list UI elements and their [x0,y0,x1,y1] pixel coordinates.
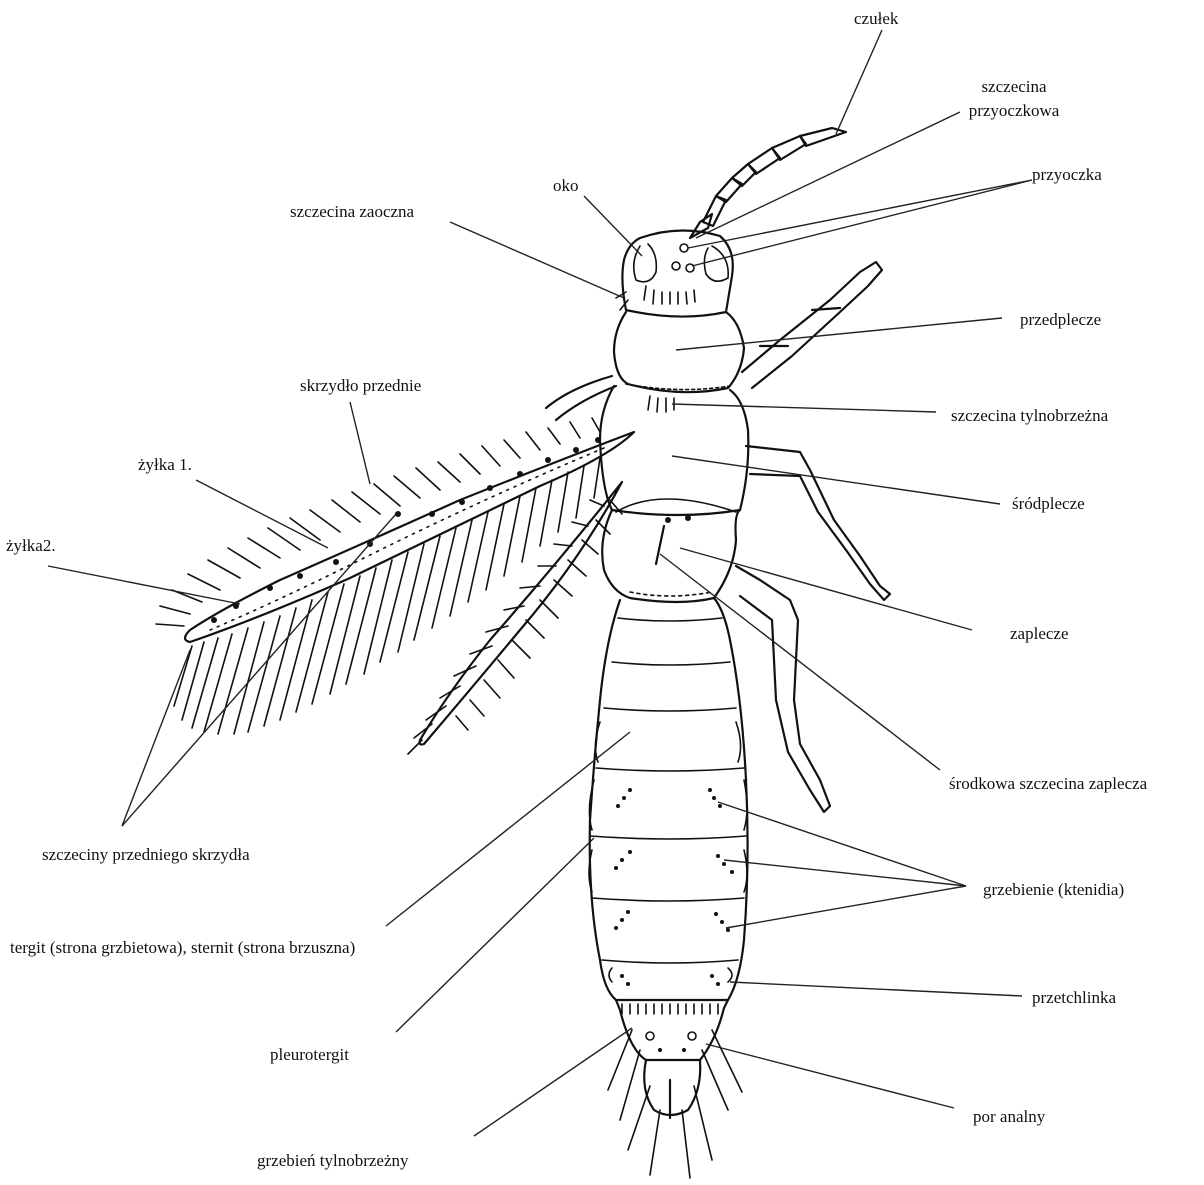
label-grzebien-tylnobrzezny: grzebień tylnobrzeżny [257,1151,409,1171]
label-szczecina-przyoczkowa: szczecina przyoczkowa [948,77,1080,121]
label-zylka-1: żyłka 1. [138,455,192,475]
label-szczecina-tylnobrzezna: szczecina tylnobrzeżna [951,406,1108,426]
abdominal-tip-drawing [608,1000,742,1178]
label-szczecina-przyoczkowa-line2: przyoczkowa [948,101,1080,121]
label-czulek: czułek [854,9,898,29]
label-skrzydlo-przednie: skrzydło przednie [300,376,421,396]
label-oko: oko [553,176,579,196]
label-przyoczka: przyoczka [1032,165,1102,185]
label-srodplecze: śródplecze [1012,494,1085,514]
label-szczecina-zaoczna: szczecina zaoczna [290,202,414,222]
label-srodkowa-szczecina-zaplecza: środkowa szczecina zaplecza [949,774,1147,794]
label-tergit-sternit: tergit (strona grzbietowa), sternit (str… [10,938,355,958]
label-por-analny: por analny [973,1107,1045,1127]
head-drawing [616,230,733,316]
abdomen-drawing [589,598,748,1000]
label-przedplecze: przedplecze [1020,310,1101,330]
pronotum-drawing [614,312,744,392]
label-zaplecze: zaplecze [1010,624,1069,644]
label-szczeciny-przedniego-skrzydla: szczeciny przedniego skrzydła [42,845,250,865]
label-zylka-2: żyłka2. [6,536,56,556]
label-grzebienie: grzebienie (ktenidia) [983,880,1124,900]
label-szczecina-przyoczkowa-line1: szczecina [948,77,1080,97]
label-pleurotergit: pleurotergit [270,1045,349,1065]
label-przetchlinka: przetchlinka [1032,988,1116,1008]
